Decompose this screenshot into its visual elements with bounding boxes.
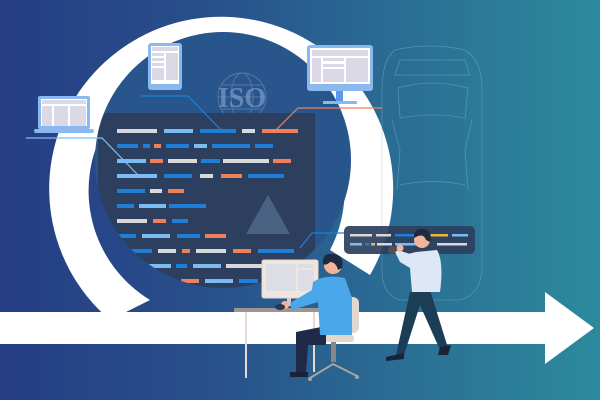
- car-outline-icon: [381, 45, 483, 301]
- code-lines: [117, 129, 298, 283]
- developer-workstation: [234, 253, 359, 381]
- floating-code-card: [344, 226, 475, 254]
- laptop-icon: [34, 96, 94, 133]
- iso-badge-text: ISO: [218, 83, 266, 114]
- connector-lines: [26, 95, 382, 249]
- progress-arrow: [0, 292, 594, 364]
- triangle-shape: [246, 195, 290, 234]
- tablet-icon: [148, 43, 182, 90]
- desktop-monitor-icon: [307, 45, 373, 104]
- presenter-person: [386, 228, 451, 361]
